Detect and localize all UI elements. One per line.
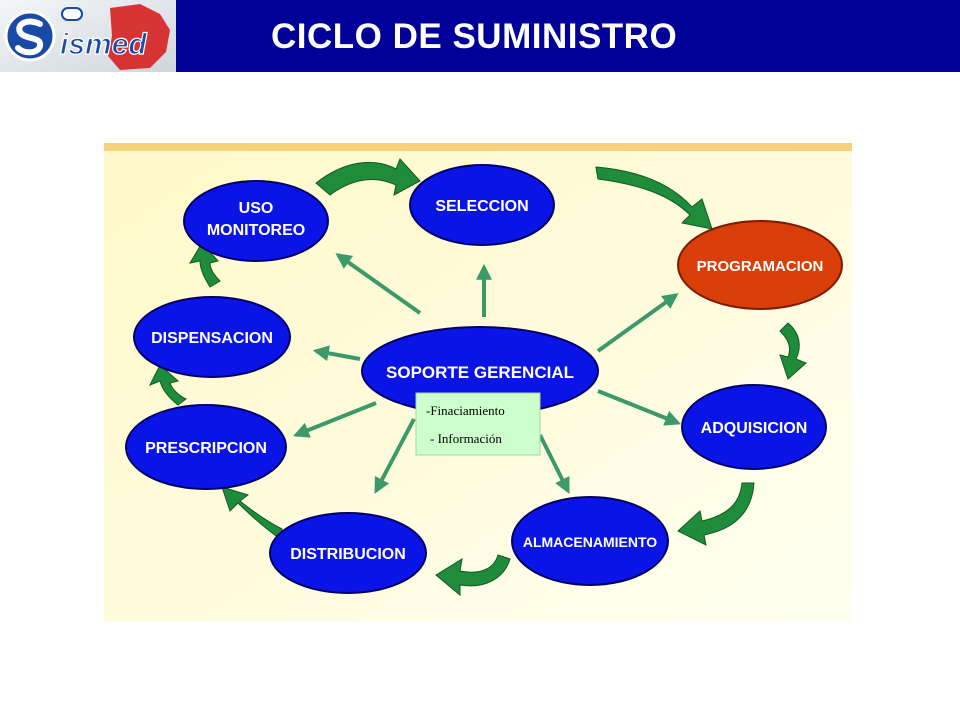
- sismed-logo: ismed: [0, 0, 176, 72]
- cycle-arrow-distribucion-prescripcion: [221, 486, 283, 540]
- node-uso-monitoreo: [183, 180, 329, 262]
- node-seleccion-label: SELECCION: [435, 198, 528, 215]
- funding-info-note: -Finaciamiento - Información: [415, 392, 541, 456]
- node-programacion: [677, 220, 843, 310]
- note-line-1: -Finaciamiento: [426, 403, 505, 418]
- node-dispensacion: [133, 296, 291, 378]
- node-prescripcion-label: PRESCRIPCION: [145, 440, 267, 457]
- cycle-arrow-seleccion-programacion: [595, 166, 713, 230]
- cycle-arrow-prescripcion-dispensacion: [148, 364, 187, 406]
- spoke-to-almacenamiento: [538, 434, 570, 494]
- node-seleccion: [409, 164, 555, 246]
- spoke-to-uso: [335, 253, 422, 315]
- node-almacenamiento: [511, 496, 669, 586]
- cycle-arrow-uso-seleccion: [315, 158, 421, 196]
- spoke-to-prescripcion: [293, 401, 377, 438]
- node-adquisicion-label: ADQUISICION: [701, 420, 808, 437]
- node-adquisicion: [681, 384, 827, 470]
- note-line-2: - Información: [430, 431, 502, 446]
- node-distribucion: [269, 512, 427, 594]
- logo-text: ismed: [60, 28, 147, 61]
- spoke-to-adquisicion: [597, 389, 681, 426]
- node-uso-label-line1: USO: [239, 200, 274, 217]
- node-dispensacion-label: DISPENSACION: [151, 330, 273, 347]
- node-distribucion-label: DISTRIBUCION: [290, 546, 406, 563]
- diagram-top-strip: [104, 143, 852, 151]
- spoke-to-distribucion: [374, 418, 416, 494]
- node-almacenamiento-label: ALMACENAMIENTO: [523, 534, 657, 550]
- spoke-to-programacion: [596, 293, 679, 353]
- node-soporte-label: SOPORTE GERENCIAL: [386, 363, 574, 382]
- cycle-arrow-adquisicion-almacenamiento: [677, 482, 755, 546]
- page-title: CICLO DE SUMINISTRO: [271, 17, 678, 56]
- cycle-arrow-almacenamiento-distribucion: [435, 554, 511, 597]
- node-programacion-label: PROGRAMACION: [697, 258, 824, 275]
- spoke-to-dispensacion: [312, 345, 361, 362]
- supply-cycle-diagram: USO MONITOREO SELECCION PROGRAMACION ADQ…: [104, 143, 852, 621]
- node-uso-label-line2: MONITOREO: [207, 222, 305, 239]
- node-prescripcion: [125, 404, 287, 490]
- cycle-arrow-programacion-adquisicion: [779, 322, 807, 380]
- map-shape: [108, 4, 170, 70]
